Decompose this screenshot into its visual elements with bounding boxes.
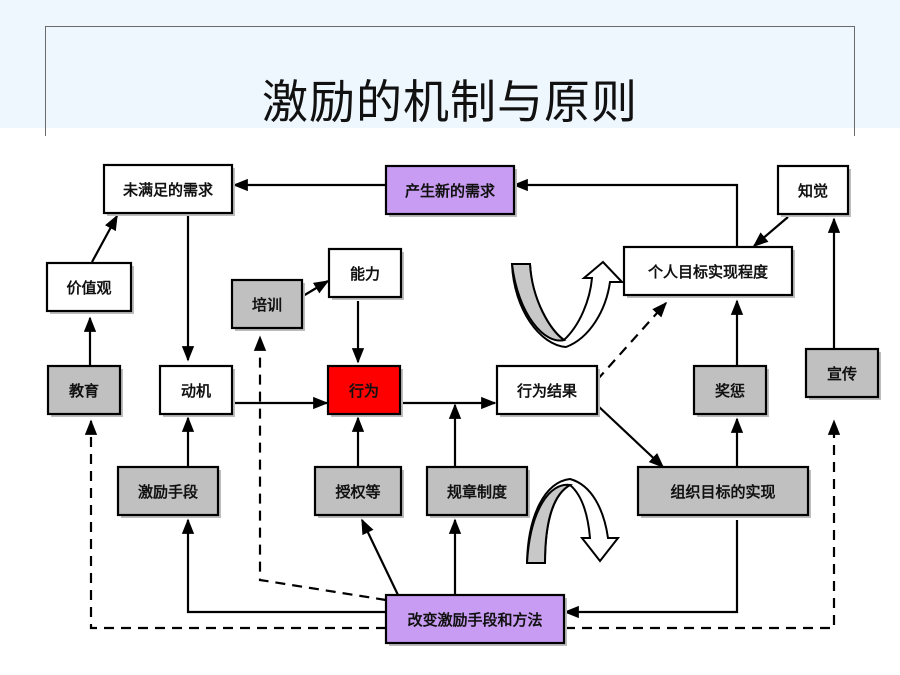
arrow-org-goal-to-change bbox=[563, 520, 739, 619]
node-new-needs: 产生新的需求 bbox=[384, 164, 517, 217]
svg-text:激励手段: 激励手段 bbox=[138, 483, 198, 501]
svg-text:规章制度: 规章制度 bbox=[447, 483, 508, 501]
svg-text:授权等: 授权等 bbox=[335, 483, 380, 501]
arrow-personal-goal-to-new-needs bbox=[512, 178, 739, 247]
node-training: 培训 bbox=[230, 278, 305, 331]
node-publicity: 宣传 bbox=[804, 347, 881, 400]
svg-text:行为结果: 行为结果 bbox=[516, 382, 578, 400]
arrow-training-to-ability bbox=[302, 280, 330, 297]
arrow-perception-to-personal-goal bbox=[752, 216, 789, 247]
svg-text:教育: 教育 bbox=[68, 382, 99, 400]
node-rules: 规章制度 bbox=[425, 465, 530, 518]
svg-text:培训: 培训 bbox=[252, 296, 282, 314]
svg-text:组织目标的实现: 组织目标的实现 bbox=[670, 483, 775, 501]
title-band bbox=[0, 0, 900, 128]
dashed-change-to-education bbox=[84, 419, 386, 630]
node-ability: 能力 bbox=[327, 247, 404, 300]
node-incentive-means: 激励手段 bbox=[116, 465, 221, 518]
node-motive: 动机 bbox=[158, 364, 235, 417]
arrow-change-to-empowerment bbox=[361, 518, 399, 596]
svg-text:能力: 能力 bbox=[350, 265, 380, 283]
node-empowerment: 授权等 bbox=[313, 465, 404, 518]
svg-text:知觉: 知觉 bbox=[798, 182, 828, 200]
svg-text:未满足的需求: 未满足的需求 bbox=[122, 181, 214, 199]
node-org-goal: 组织目标的实现 bbox=[636, 465, 811, 518]
node-perception: 知觉 bbox=[776, 164, 851, 217]
node-behavior: 行为 bbox=[326, 364, 403, 417]
node-change-methods: 改变激励手段和方法 bbox=[384, 593, 567, 646]
arrow-change-to-incentive-means bbox=[181, 518, 386, 614]
dashed-change-to-publicity bbox=[565, 419, 841, 630]
svg-text:改变激励手段和方法: 改变激励手段和方法 bbox=[407, 611, 542, 629]
svg-text:价值观: 价值观 bbox=[66, 279, 111, 297]
node-unmet-needs: 未满足的需求 bbox=[102, 163, 235, 216]
svg-text:宣传: 宣传 bbox=[827, 365, 857, 383]
cycle-arrow-up bbox=[510, 260, 625, 349]
svg-text:动机: 动机 bbox=[181, 382, 211, 400]
dashed-change-to-training bbox=[253, 335, 387, 602]
node-values: 价值观 bbox=[45, 261, 134, 314]
svg-text:奖惩: 奖惩 bbox=[715, 382, 745, 400]
arrow-values-to-unmet-needs bbox=[91, 214, 118, 263]
title-frame bbox=[45, 26, 855, 136]
slide-title: 激励的机制与原则 bbox=[262, 75, 638, 129]
arrow-result-to-org-goal bbox=[596, 404, 665, 469]
node-personal-goal: 个人目标实现程度 bbox=[622, 245, 795, 298]
node-behavior-result: 行为结果 bbox=[495, 364, 600, 417]
node-education: 教育 bbox=[46, 364, 123, 417]
cycle-arrow-down bbox=[525, 477, 621, 564]
svg-text:个人目标实现程度: 个人目标实现程度 bbox=[647, 263, 769, 281]
svg-text:行为: 行为 bbox=[348, 382, 379, 400]
dashed-connectors bbox=[84, 301, 841, 630]
dashed-result-to-personal-goal bbox=[596, 301, 668, 381]
motivation-mechanism-diagram: 未满足的需求 产生新的需求 知觉 价值观 能力 培训 个人目标实现程度 教育 动 bbox=[45, 163, 881, 646]
svg-text:产生新的需求: 产生新的需求 bbox=[405, 182, 496, 200]
connectors bbox=[83, 178, 841, 619]
node-reward-punish: 奖惩 bbox=[692, 364, 769, 417]
